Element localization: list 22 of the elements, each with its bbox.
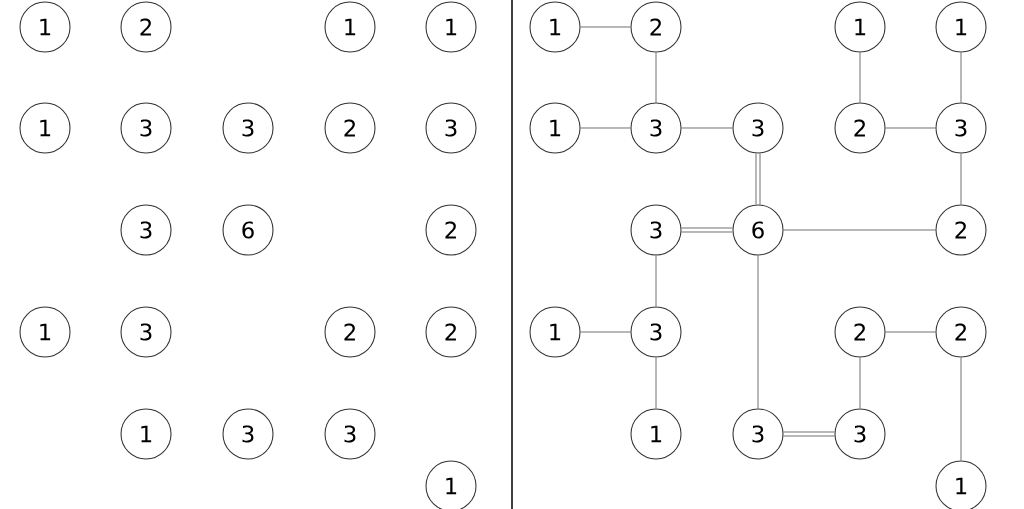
bridge-line xyxy=(859,52,861,103)
bridge-line xyxy=(783,229,936,231)
bridge-line xyxy=(960,357,962,461)
bridge-line xyxy=(960,153,962,205)
bridge-line xyxy=(755,153,757,205)
bridge-line xyxy=(757,255,759,409)
bridge-line xyxy=(580,26,631,28)
bridge-line xyxy=(655,52,657,103)
bridge-line xyxy=(580,127,631,129)
bridge-line xyxy=(580,331,631,333)
bridge-line xyxy=(655,357,657,409)
bridge-line xyxy=(681,127,733,129)
bridge-line xyxy=(960,52,962,103)
bridge-line xyxy=(681,231,733,233)
bridge-line xyxy=(859,357,861,409)
bridge-line xyxy=(681,227,733,229)
bridge-line xyxy=(759,153,761,205)
bridge-line xyxy=(885,127,936,129)
bridge-line xyxy=(783,435,835,437)
bridge-line xyxy=(885,331,936,333)
bridge-line xyxy=(783,431,835,433)
bridge-line xyxy=(655,255,657,307)
